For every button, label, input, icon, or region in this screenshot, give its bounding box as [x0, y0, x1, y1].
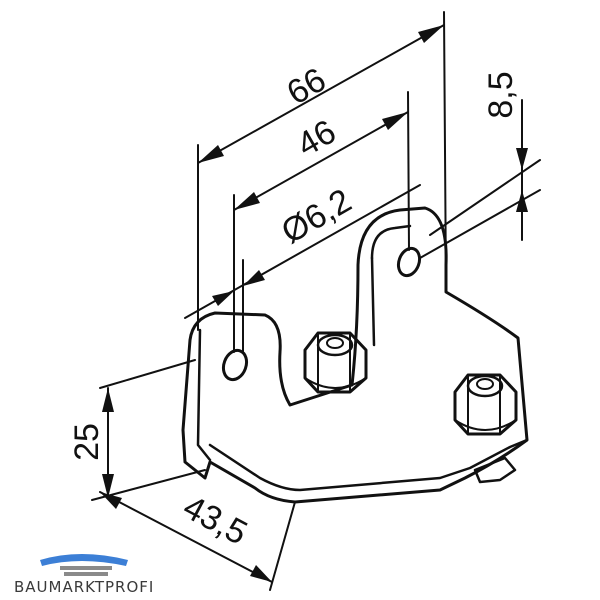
dim-line-66	[197, 24, 445, 164]
hole-left	[221, 348, 249, 382]
dim-label-435: 43,5	[177, 488, 253, 553]
arrow-66-right	[418, 25, 444, 43]
dim-label-66: 66	[281, 61, 333, 113]
arrow-46-right	[382, 112, 408, 130]
dim-line-46	[233, 111, 409, 211]
arrow-dia-left	[212, 291, 234, 306]
arrow-dia-right	[243, 270, 265, 286]
bracket-outline	[181, 206, 529, 504]
arrow-66-left	[198, 145, 224, 163]
bracket-bottom-edge	[208, 438, 529, 492]
dim-label-85: 8,5	[482, 71, 520, 118]
dimension-lines	[99, 24, 528, 583]
ext-line-66-right	[443, 11, 447, 291]
baumarktprofi-logo: BAUMARKTPROFI	[14, 554, 154, 596]
bracket-fold-line	[370, 224, 412, 260]
arrow-25-top	[102, 388, 114, 412]
logo-roof-icon	[40, 554, 128, 566]
ext-line-25-top	[99, 359, 196, 389]
nut-right	[453, 373, 518, 484]
dim-line-435	[99, 491, 273, 583]
bracket-left-edge	[196, 328, 212, 462]
arrow-85-bottom	[516, 190, 528, 212]
ext-line-46-right	[407, 91, 410, 251]
dim-label-46: 46	[291, 113, 343, 165]
arrow-435-left	[100, 492, 122, 509]
bracket-tab-edge	[370, 256, 376, 347]
dim-label-diameter: Ø6,2	[275, 182, 358, 252]
nut-center	[303, 331, 368, 394]
ext-line-435-right	[269, 501, 296, 591]
logo-text: BAUMARKTPROFI	[14, 578, 154, 596]
arrow-435-right	[250, 565, 272, 582]
arrow-85-top	[516, 148, 528, 170]
hole-right	[396, 246, 422, 278]
arrow-25-bottom	[102, 474, 114, 498]
arrow-46-left	[234, 192, 260, 210]
dim-label-25: 25	[68, 423, 106, 461]
bracket-part	[181, 206, 529, 504]
